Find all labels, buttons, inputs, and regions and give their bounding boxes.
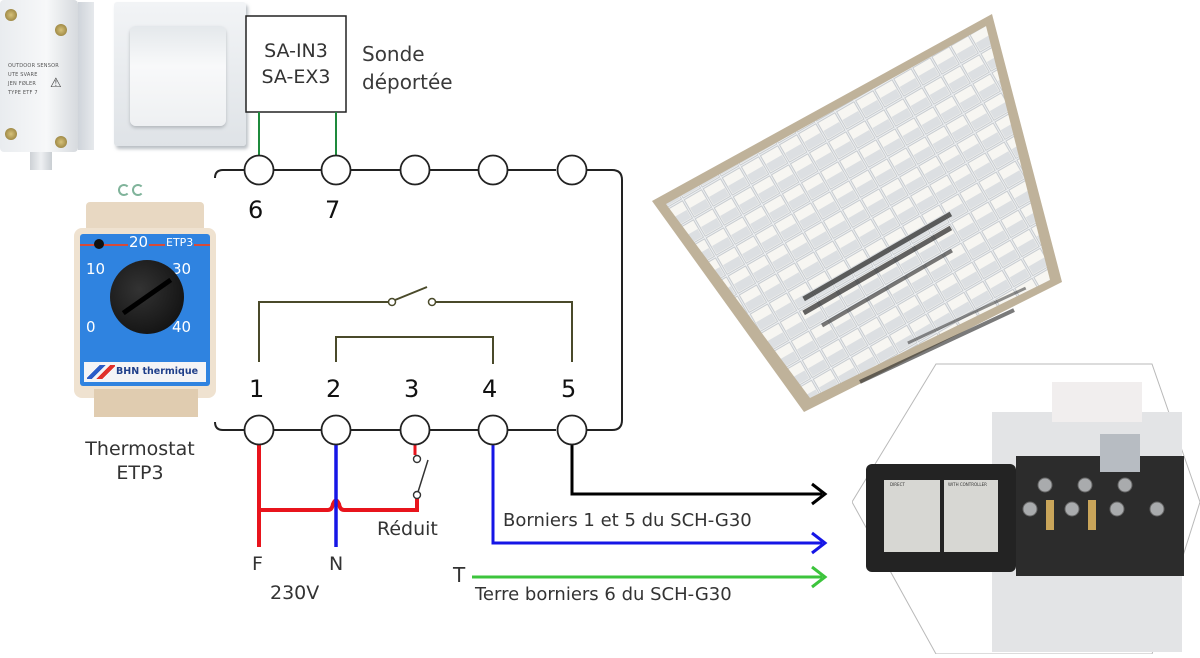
terminal-label-5: 5 [561, 375, 577, 403]
probe-label-line2: déportée [362, 70, 453, 94]
probe-label-line1: Sonde [362, 42, 425, 66]
arrowhead-icon [811, 531, 828, 555]
voltage-label: 230V [270, 582, 320, 604]
ceiling-heater-grid [652, 14, 1062, 412]
model-badge: ETP3 [165, 236, 195, 249]
thermostat-caption-line2: ETP3 [116, 462, 164, 484]
output-wire-terminal-4 [491, 445, 822, 545]
terminal-4[interactable] [477, 414, 509, 446]
reduit-contact-icon [412, 454, 422, 464]
terminal-7[interactable] [320, 154, 352, 186]
terminal-label-2: 2 [326, 375, 342, 403]
terminal-2[interactable] [320, 414, 352, 446]
terminal-label-3: 3 [404, 375, 420, 403]
phase-label: F [252, 553, 263, 575]
outdoor-sensor-photo: OUTDOOR SENSOR UTE SVARE JEN FØLER TYPE … [0, 0, 100, 172]
panel-label-controller: WITH CONTROLLER [948, 482, 987, 487]
terminal-6[interactable] [243, 154, 275, 186]
terminal-top-3[interactable] [399, 154, 431, 186]
terminal-label-7: 7 [325, 196, 341, 224]
probe-model-2: SA-EX3 [261, 66, 331, 88]
dial-mark-0: 0 [86, 318, 96, 336]
sensor-text-line: JEN FØLER [8, 81, 36, 87]
temperature-dial[interactable] [110, 260, 184, 334]
probe-label: Sonde déportée [362, 40, 453, 96]
thermostat-caption: Thermostat ETP3 [62, 437, 218, 485]
brand-name: BHN thermique [116, 366, 199, 377]
probe-model-1: SA-IN3 [264, 40, 328, 62]
terminal-label-1: 1 [249, 375, 265, 403]
arrowhead-icon [811, 482, 828, 506]
terminal-5[interactable] [556, 414, 588, 446]
indoor-sensor-photo [114, 2, 246, 146]
brand-band: BHN thermique [84, 362, 206, 382]
earth-label: T [453, 563, 466, 587]
neutral-label: N [329, 553, 344, 575]
relay-contact-icon [387, 297, 397, 307]
relay-contact-icon [427, 297, 437, 307]
dial-mark-40: 40 [172, 318, 192, 336]
heater-terminal-photo: DIRECT WITH CONTROLLER [851, 352, 1200, 655]
terminal-label-6: 6 [248, 196, 264, 224]
relay-wire [436, 301, 573, 362]
probe-box-text: SA-IN3 SA-EX3 [246, 38, 346, 90]
terminal-1[interactable] [243, 414, 275, 446]
terminal-label-4: 4 [482, 375, 498, 403]
dial-mark-20: 20 [128, 234, 150, 251]
sensor-text-line: OUTDOOR SENSOR [8, 63, 59, 69]
phase-wire [259, 497, 419, 512]
ceiling-heater-photo [652, 14, 1200, 414]
dial-mark-10: 10 [86, 260, 106, 278]
thermostat-photo: 20 ETP3 10 30 0 40 BHN thermique [74, 184, 216, 420]
sensor-text-line: UTE SVARE [8, 72, 38, 78]
top-rail [214, 169, 245, 179]
sensor-text-line: TYPE ETF 7 [8, 90, 38, 96]
thermostat-face: 20 ETP3 10 30 0 40 BHN thermique [80, 234, 210, 386]
terminal-top-4[interactable] [477, 154, 509, 186]
screw-icon [5, 128, 17, 140]
screw-icon [5, 9, 17, 21]
indicator-led [94, 239, 104, 249]
terminal-top-5[interactable] [556, 154, 588, 186]
relay-switch-icon [394, 286, 428, 301]
brand-logo-icon [87, 365, 115, 379]
relay-wire [258, 301, 389, 362]
screw-icon [55, 136, 67, 148]
reduit-label: Réduit [377, 518, 438, 540]
arrowhead-icon [811, 565, 828, 589]
dial-mark-30: 30 [172, 260, 192, 278]
warning-icon: ⚠ [50, 76, 62, 91]
panel-label-direct: DIRECT [890, 482, 905, 487]
bottom-rail [214, 421, 245, 431]
thermostat-caption-line1: Thermostat [85, 438, 195, 460]
probe-box [245, 15, 347, 113]
terminal-3[interactable] [399, 414, 431, 446]
reduit-switch-icon [417, 459, 429, 493]
output-label-earth: Terre borniers 6 du SCH-G30 [475, 584, 732, 605]
output-wire-terminal-5 [570, 445, 822, 496]
heater-terminal-hexagon [851, 363, 1200, 655]
screw-icon [55, 24, 67, 36]
rail-connector [587, 169, 623, 431]
reduit-contact-icon [412, 490, 422, 500]
bridge-wire [335, 336, 494, 364]
output-label-terminals-1-5: Borniers 1 et 5 du SCH-G30 [503, 510, 752, 531]
